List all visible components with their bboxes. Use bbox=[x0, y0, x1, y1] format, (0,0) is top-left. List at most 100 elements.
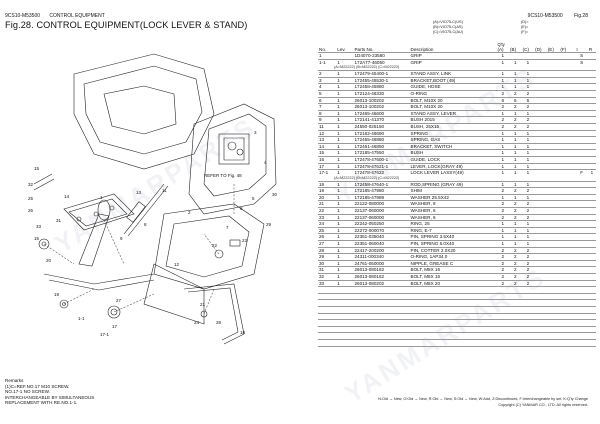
cell-a: 1 bbox=[496, 233, 510, 241]
cell-e bbox=[546, 246, 560, 254]
cell-lev: 1 bbox=[336, 129, 354, 137]
cell-i bbox=[575, 149, 588, 157]
svg-text:12: 12 bbox=[174, 262, 180, 267]
cell-lev: 1 bbox=[336, 240, 354, 248]
cell-i bbox=[575, 116, 588, 124]
cell-e bbox=[546, 200, 560, 208]
cell-desc: GUIDE, HOSE bbox=[409, 83, 497, 91]
cell-lev: 1 bbox=[336, 142, 354, 150]
cell-i bbox=[575, 136, 588, 144]
cell-e bbox=[546, 162, 560, 170]
serial-legend: (A)=VIO75-C(US) (B)=VIO75-C(AS) (C)=VIO7… bbox=[433, 20, 463, 34]
cell-i bbox=[575, 213, 588, 221]
cell-r bbox=[587, 207, 596, 215]
cell-no: 18 bbox=[318, 180, 337, 188]
cell-lev: 1 bbox=[336, 103, 354, 111]
cell-b: 2 bbox=[509, 116, 522, 124]
cell-desc: GRIP bbox=[409, 58, 497, 66]
svg-text:8: 8 bbox=[144, 222, 147, 227]
svg-text:16: 16 bbox=[34, 236, 40, 241]
cell-part: 172461-46850 bbox=[353, 142, 410, 150]
svg-text:6: 6 bbox=[240, 206, 243, 211]
col-qc: (C) bbox=[522, 47, 529, 52]
cell-d bbox=[534, 122, 547, 131]
cell-a: 1 bbox=[496, 70, 510, 78]
cell-r bbox=[587, 96, 596, 104]
cell-e bbox=[546, 89, 560, 98]
cell-e bbox=[546, 187, 560, 195]
exploded-parts-diagram: REFER TO Fig. 48 1 1-1 2 3 4 5 6 7 8 9 1… bbox=[28, 53, 278, 345]
cell-lev bbox=[336, 52, 354, 60]
cell-b: 2 bbox=[509, 266, 522, 274]
copyright: Copyright (C) YANMAR CO., LTD. All right… bbox=[498, 402, 588, 407]
cell-lev: 1 bbox=[336, 246, 354, 254]
cell-f bbox=[559, 155, 576, 163]
cell-a: 2 bbox=[496, 246, 510, 254]
cell-f bbox=[559, 70, 576, 78]
cell-f bbox=[559, 187, 576, 195]
cell-lev: 1 bbox=[336, 96, 354, 104]
cell-part: 26013-080162 bbox=[353, 273, 410, 281]
blank-row bbox=[318, 345, 596, 353]
svg-text:19: 19 bbox=[54, 292, 60, 297]
cell-no: 32 bbox=[318, 273, 337, 281]
cell-no: 7 bbox=[318, 103, 337, 111]
cell-desc: BRACKET,BOOT (49) bbox=[409, 76, 497, 84]
cell-r bbox=[587, 213, 596, 221]
cell-part: 24311-000340 bbox=[353, 253, 410, 261]
cell-f bbox=[559, 193, 576, 201]
cell-c: 2 bbox=[521, 116, 535, 124]
col-qa: Q'ty(A) bbox=[497, 42, 505, 52]
cell-d bbox=[534, 136, 547, 144]
cell-part: 22351-035040 bbox=[353, 233, 410, 241]
cell-d bbox=[534, 213, 547, 221]
cell-b: 1 bbox=[509, 109, 522, 117]
cell-no: 14 bbox=[318, 142, 337, 150]
cell-e bbox=[546, 122, 560, 131]
cell-i: S bbox=[575, 58, 588, 66]
cell-no: 9 bbox=[318, 116, 337, 124]
cell-d bbox=[534, 142, 547, 150]
cell-desc: ROD,SPRING (GRAY 49) bbox=[409, 180, 497, 188]
parts-table: No. Lev. Parts No. Description Q'ty(A) (… bbox=[318, 42, 596, 353]
serial-a: (A)=VIO75-C(US) bbox=[433, 20, 463, 24]
svg-text:29: 29 bbox=[266, 222, 272, 227]
cell-d bbox=[534, 259, 547, 267]
cell-d bbox=[534, 233, 547, 241]
cell-c: 1 bbox=[521, 58, 535, 66]
cell-lev: 1 bbox=[336, 180, 354, 188]
cell-d bbox=[534, 193, 547, 201]
section-title: CONTROL EQUIPMENT bbox=[49, 13, 105, 19]
svg-text:23: 23 bbox=[242, 238, 248, 243]
cell-d bbox=[534, 169, 547, 176]
cell-r bbox=[587, 180, 596, 188]
cell-r bbox=[587, 266, 596, 274]
cell-c: 2 bbox=[521, 103, 535, 111]
cell-c: 2 bbox=[521, 266, 535, 274]
svg-text:31: 31 bbox=[56, 218, 62, 223]
cell-r bbox=[587, 155, 596, 163]
cell-i bbox=[575, 253, 588, 261]
cell-i bbox=[575, 193, 588, 201]
cell-r bbox=[587, 200, 596, 208]
cell-desc: BOLT, M8X 16 bbox=[409, 266, 497, 274]
cell-b: 2 bbox=[509, 259, 522, 267]
cell-d bbox=[534, 162, 547, 170]
cell-i bbox=[575, 273, 588, 281]
cell-d bbox=[534, 149, 547, 157]
cell-lev: 1 bbox=[336, 273, 354, 281]
cell-no: 20 bbox=[318, 193, 337, 201]
cell-a: 6 bbox=[496, 96, 510, 104]
cell-no: 24 bbox=[318, 220, 337, 228]
